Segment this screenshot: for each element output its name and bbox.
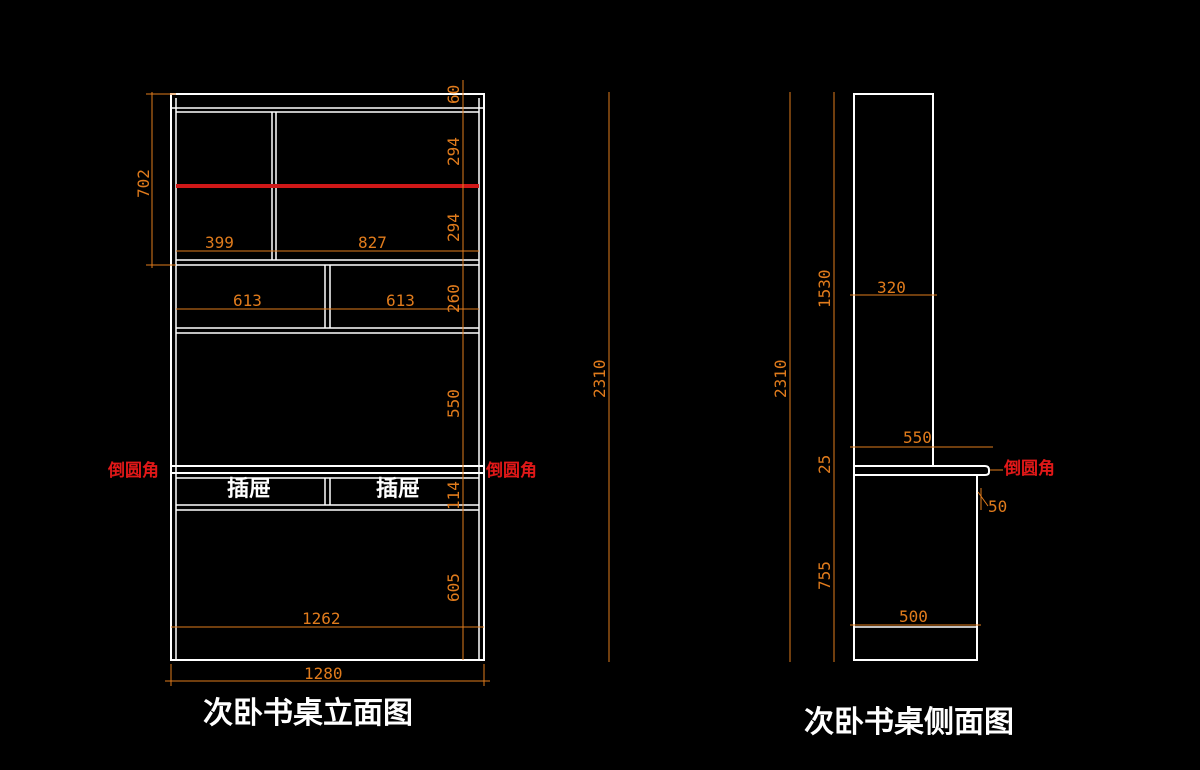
front-fillet-label-right: 倒圆角 (485, 460, 537, 481)
dim-702: 702 (134, 169, 153, 198)
side-lower-cabinet (853, 474, 978, 661)
side-desk-top (853, 465, 990, 476)
dim-2310-front: 2310 (590, 359, 609, 398)
dim-399: 399 (205, 233, 234, 252)
front-fillet-label-left: 倒圆角 (107, 460, 159, 481)
front-desk-top (170, 465, 485, 474)
dim-25: 25 (815, 455, 834, 474)
dim-827: 827 (358, 233, 387, 252)
dim-1530: 1530 (815, 269, 834, 308)
side-view-title: 次卧书桌侧面图 (804, 705, 1014, 740)
dim-500: 500 (899, 607, 928, 626)
dim-1280: 1280 (304, 664, 343, 683)
dim-114: 114 (444, 481, 463, 510)
front-outer-frame (170, 93, 485, 661)
dim-550-front: 550 (444, 389, 463, 418)
dim-260: 260 (444, 284, 463, 313)
dim-1262: 1262 (302, 609, 341, 628)
front-elevation: 插屉 插屉 倒圆角 倒圆角 702 60 294 294 260 550 114… (107, 80, 610, 731)
front-view-title: 次卧书桌立面图 (203, 696, 413, 731)
dim-550-side: 550 (903, 428, 932, 447)
side-elevation: 2310 1530 25 755 320 550 500 50 倒圆角 次卧书桌… (771, 92, 1055, 740)
dim-2310-side: 2310 (771, 359, 790, 398)
dim-60: 60 (444, 85, 463, 104)
front-drawer-label-left: 插屉 (227, 476, 271, 502)
dim-755: 755 (815, 561, 834, 590)
dim-320: 320 (877, 278, 906, 297)
dim-613-left: 613 (233, 291, 262, 310)
dim-50: 50 (988, 497, 1007, 516)
dim-294-lower: 294 (444, 213, 463, 242)
dim-605: 605 (444, 573, 463, 602)
side-fillet-label: 倒圆角 (1003, 458, 1055, 479)
dim-613-right: 613 (386, 291, 415, 310)
dim-294-upper: 294 (444, 137, 463, 166)
front-drawer-label-right: 插屉 (376, 476, 420, 502)
